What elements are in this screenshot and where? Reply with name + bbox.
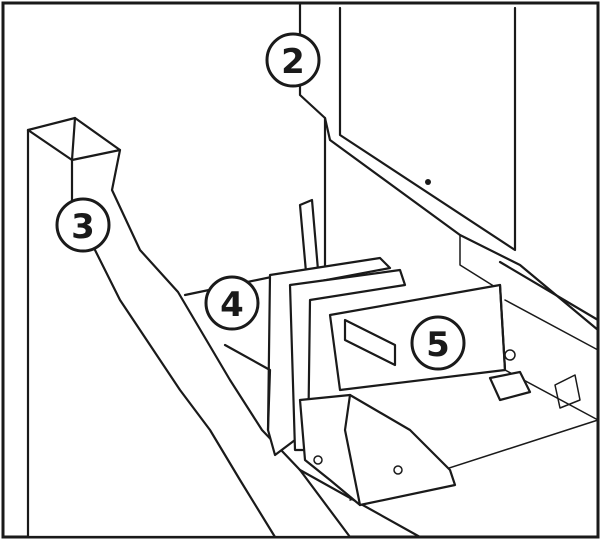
callout-4-label: 4 — [220, 285, 244, 325]
support-rail — [328, 283, 599, 421]
cabinet-panel — [298, 2, 600, 332]
callout-3: 3 — [55, 197, 111, 253]
callout-2: 2 — [265, 32, 321, 88]
callout-5: 5 — [410, 315, 466, 371]
callout-5-label: 5 — [426, 325, 450, 365]
mounting-bracket — [223, 198, 457, 507]
callout-4: 4 — [204, 275, 260, 331]
callout-3-label: 3 — [71, 207, 95, 247]
callout-2-label: 2 — [281, 42, 305, 82]
